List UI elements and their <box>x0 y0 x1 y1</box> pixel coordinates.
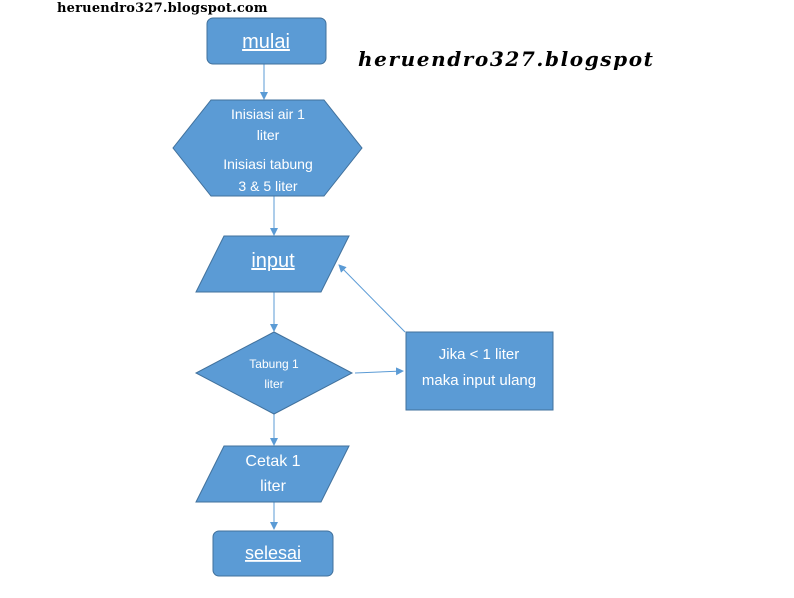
start-node: mulai <box>206 17 327 65</box>
watermark-small: heruendro327.blogspot.com <box>57 1 268 16</box>
init-label-3: Inisiasi tabung <box>223 156 313 172</box>
init-node: Inisiasi air 1 liter Inisiasi tabung 3 &… <box>172 99 363 197</box>
print-label-1: Cetak 1 <box>245 453 300 470</box>
end-node: selesai <box>212 530 334 577</box>
loop-node: Jika < 1 liter maka input ulang <box>405 331 554 411</box>
init-label-1: Inisiasi air 1 <box>231 106 305 122</box>
decision-label-2: liter <box>264 377 283 391</box>
loop-label-1: Jika < 1 liter <box>439 346 519 363</box>
watermark-large: heruendro327.blogspot <box>358 47 655 71</box>
init-label-2: liter <box>257 127 280 143</box>
start-label: mulai <box>242 31 290 53</box>
connectors <box>260 64 406 530</box>
end-label: selesai <box>245 543 301 563</box>
print-label-2: liter <box>260 478 286 495</box>
input-node: input <box>195 235 350 293</box>
arrow-loop-to-input <box>338 264 406 333</box>
print-node: Cetak 1 liter <box>195 445 350 503</box>
loop-label-2: maka input ulang <box>422 372 536 389</box>
decision-label-1: Tabung 1 <box>249 357 299 371</box>
input-label: input <box>251 250 295 272</box>
decision-node: Tabung 1 liter <box>194 331 354 415</box>
arrow-decision-to-loop <box>354 367 404 376</box>
init-label-4: 3 & 5 liter <box>238 178 297 194</box>
